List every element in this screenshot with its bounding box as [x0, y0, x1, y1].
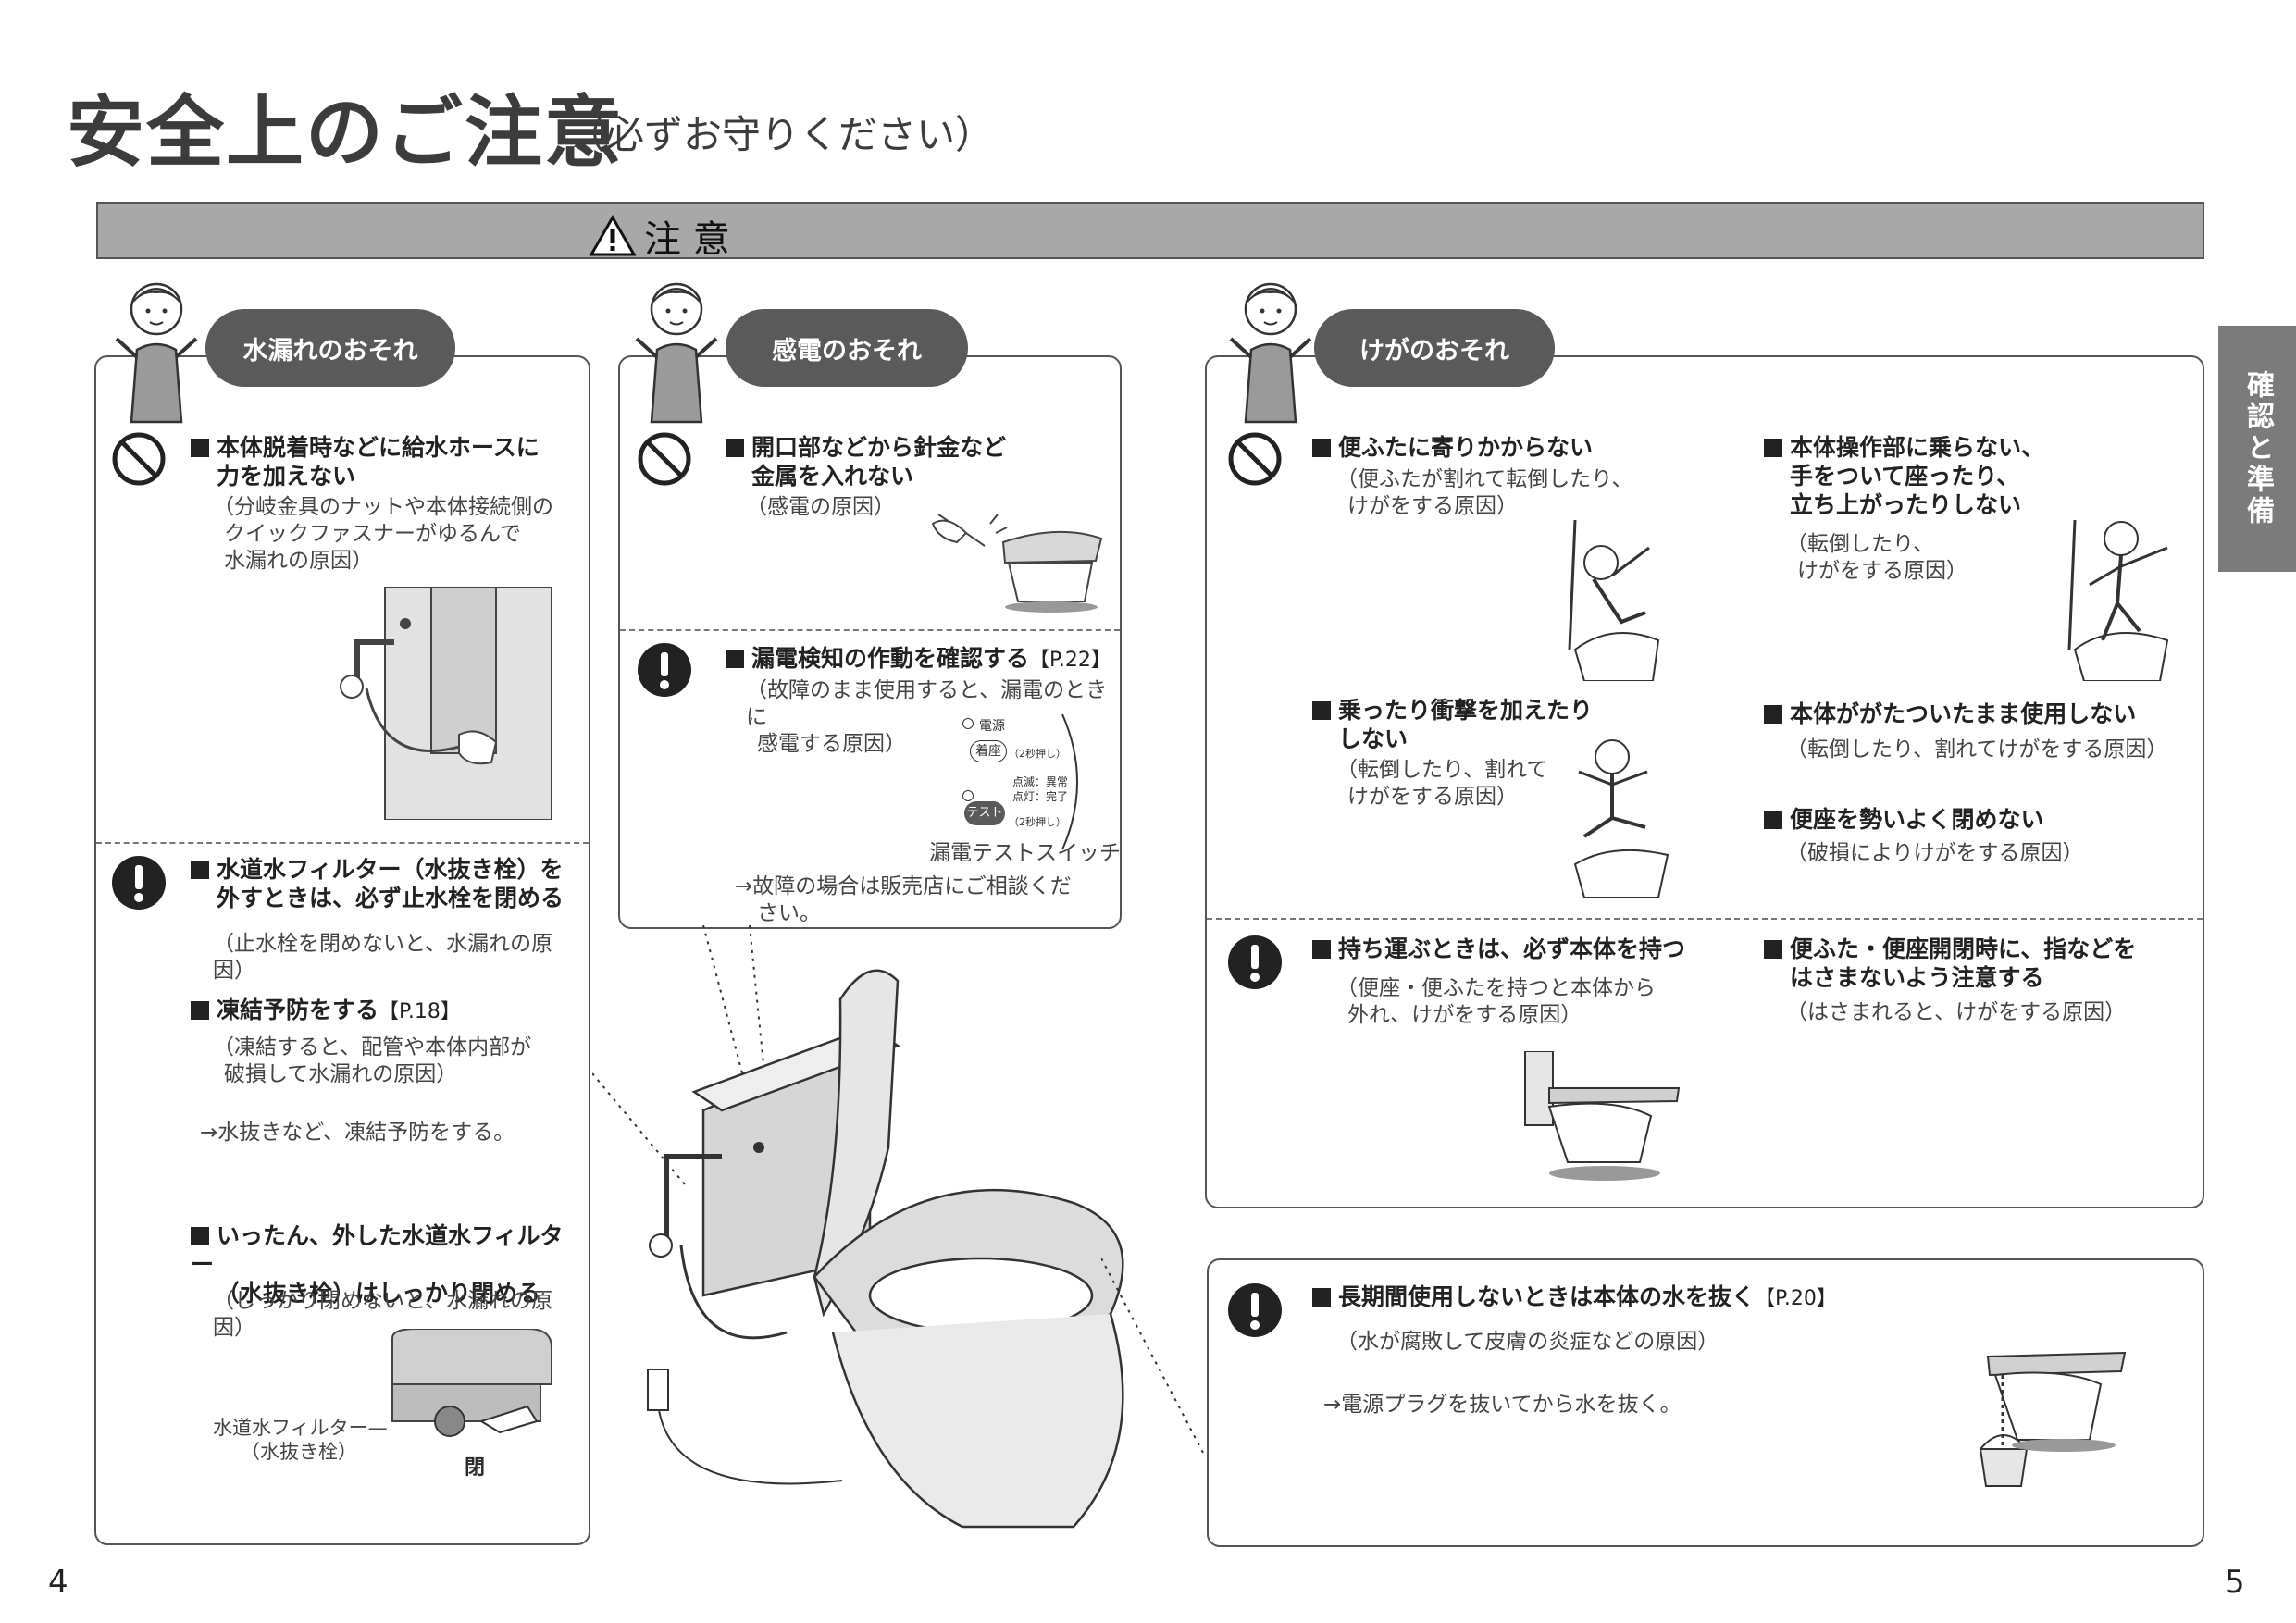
caution-text: 注 意	[644, 218, 730, 261]
divider	[1207, 918, 2203, 920]
panel-outline	[1061, 713, 1078, 850]
p3-item3-note: （転倒したり、割れて けがをする原因）	[1336, 758, 1548, 809]
prohibition-icon	[1228, 432, 1282, 486]
cloud-label-electric-shock: 感電のおそれ	[726, 309, 968, 387]
p2-item1-heading: 開口部などから針金など 金属を入れない	[726, 433, 1114, 490]
cloud-label-injury: けがのおそれ	[1314, 309, 1555, 387]
p2-item1-note: （感電の原因）	[746, 495, 895, 519]
p1-item3-heading: 凍結予防をする【P.18】	[191, 996, 579, 1026]
p4-item1-action: →電源プラグを抜いてから水を抜く。	[1323, 1393, 1682, 1417]
prohibition-icon	[638, 432, 691, 486]
p1-item2-note: （止水栓を閉めないと、水漏れの原因）	[213, 932, 553, 983]
panel-injury	[1205, 355, 2204, 1208]
mandatory-action-icon	[112, 856, 166, 910]
p1-item1-heading: 本体脱着時などに給水ホースに 力を加えない	[191, 433, 579, 490]
power-indicator-label: 電源	[979, 719, 1005, 734]
warning-triangle-icon	[589, 215, 637, 256]
toilet-main-illustration	[592, 925, 1124, 1529]
child-leaning-illustration	[1568, 519, 1660, 681]
divider	[620, 629, 1120, 631]
p1-item3-action: →水抜きなど、凍結予防をする。	[200, 1121, 515, 1145]
p2-item2-action: →故障の場合は販売店にご相談くだ さい。	[735, 874, 1072, 925]
page-subtitle: （必ずお守りください）	[566, 112, 995, 157]
p3-item6-note: （便座・便ふたを持つと本体から 外れ、けがをする原因）	[1336, 976, 1656, 1027]
mandatory-action-icon	[638, 643, 691, 697]
mandatory-action-icon	[1228, 935, 1282, 989]
caution-label-group: 注 意	[589, 209, 730, 263]
p3-item2-heading: 本体操作部に乗らない、 手をついて座ったり、 立ち上がったりしない	[1764, 433, 2190, 519]
p3-item7-note: （はさまれると、けがをする原因）	[1786, 1000, 2127, 1024]
p3-item5-heading: 便座を勢いよく閉めない	[1764, 805, 2044, 834]
page-title: 安全上のご注意	[67, 87, 625, 178]
test-button[interactable]: テスト	[964, 801, 1005, 825]
woman-figure-icon	[635, 282, 718, 424]
woman-figure-icon	[1229, 282, 1312, 424]
panel-electric-shock	[618, 355, 1122, 929]
p2-item2-heading: 漏電検知の作動を確認する【P.22】	[726, 644, 1123, 675]
cloud-label-water-leak: 水漏れのおそれ	[205, 309, 455, 387]
seat-button[interactable]: 着座	[970, 740, 1007, 762]
child-standing-on-seat-illustration	[2067, 519, 2169, 681]
drain-bucket-illustration	[1979, 1351, 2127, 1487]
hose-illustration	[340, 587, 552, 820]
prohibition-icon	[112, 432, 166, 486]
p3-item1-note: （便ふたが割れて転倒したり、 けがをする原因）	[1336, 467, 1633, 518]
close-label: 閉	[465, 1456, 486, 1480]
wire-insertion-illustration	[931, 514, 1103, 613]
p3-item5-note: （破損によりけがをする原因）	[1786, 841, 2084, 865]
child-jumping-illustration	[1573, 739, 1669, 898]
leader-line	[1101, 1258, 1204, 1454]
p2-item2-note: （故障のまま使用すると、漏電のときに 感電する原因）	[746, 678, 1108, 756]
p3-item2-note: （転倒したり、 けがをする原因）	[1786, 532, 1967, 583]
press-duration-label: （2秒押し）	[1009, 748, 1066, 760]
press-duration-label: （2秒押し）	[1009, 816, 1066, 828]
p3-item4-note: （転倒したり、割れてけがをする原因）	[1786, 737, 2168, 762]
p3-item4-heading: 本体ががたついたまま使用しない	[1764, 700, 2136, 728]
divider	[96, 842, 589, 844]
leak-test-switch-label: 漏電テストスイッチ	[929, 841, 1121, 865]
p3-item7-heading: 便ふた・便座開閉時に、指などを はさまないよう注意する	[1764, 935, 2190, 992]
p3-item1-heading: 便ふたに寄りかからない	[1312, 433, 1593, 462]
woman-figure-icon	[115, 282, 198, 424]
filter-illustration	[391, 1329, 552, 1437]
p1-item3-note: （凍結すると、配管や本体内部が 破損して水漏れの原因）	[213, 1035, 532, 1086]
caution-bar: 注 意	[96, 202, 2204, 261]
p3-item3-heading: 乗ったり衝撃を加えたり しない	[1312, 696, 1608, 753]
p4-item1-heading: 長期間使用しないときは本体の水を抜く【P.20】	[1312, 1282, 1837, 1313]
status-indicator	[962, 790, 974, 801]
p4-item1-note: （水が腐敗して皮膚の炎症などの原因）	[1336, 1330, 1719, 1354]
page-number-right: 5	[2225, 1564, 2245, 1601]
mandatory-action-icon	[1228, 1283, 1282, 1337]
carry-toilet-illustration	[1524, 1051, 1681, 1181]
lit-status-label: 点灯：完了	[1012, 790, 1069, 803]
p1-item1-note: （分岐金具のナットや本体接続側の クイックファスナーがゆるんで 水漏れの原因）	[213, 495, 553, 573]
p1-item4-heading: いったん、外した水道水フィルター （水抜き栓）はしっかり閉める	[191, 1222, 564, 1307]
side-tab: 確認と準備	[2218, 326, 2296, 572]
p1-item2-heading: 水道水フィルター（水抜き栓）を 外すときは、必ず止水栓を閉める	[191, 855, 579, 912]
power-indicator	[962, 718, 974, 729]
p3-item6-heading: 持ち運ぶときは、必ず本体を持つ	[1312, 935, 1685, 963]
filter-label: 水道水フィルター— （水抜き栓）	[213, 1417, 388, 1463]
page-number-left: 4	[48, 1564, 68, 1601]
leak-test-panel: 電源 着座 （2秒押し） 点滅：異常 点灯：完了 テスト （2秒押し）	[957, 712, 1086, 851]
blink-status-label: 点滅：異常	[1012, 775, 1069, 788]
p1-item4-note: （しっかり閉めないと、水漏れの原因）	[213, 1289, 553, 1340]
